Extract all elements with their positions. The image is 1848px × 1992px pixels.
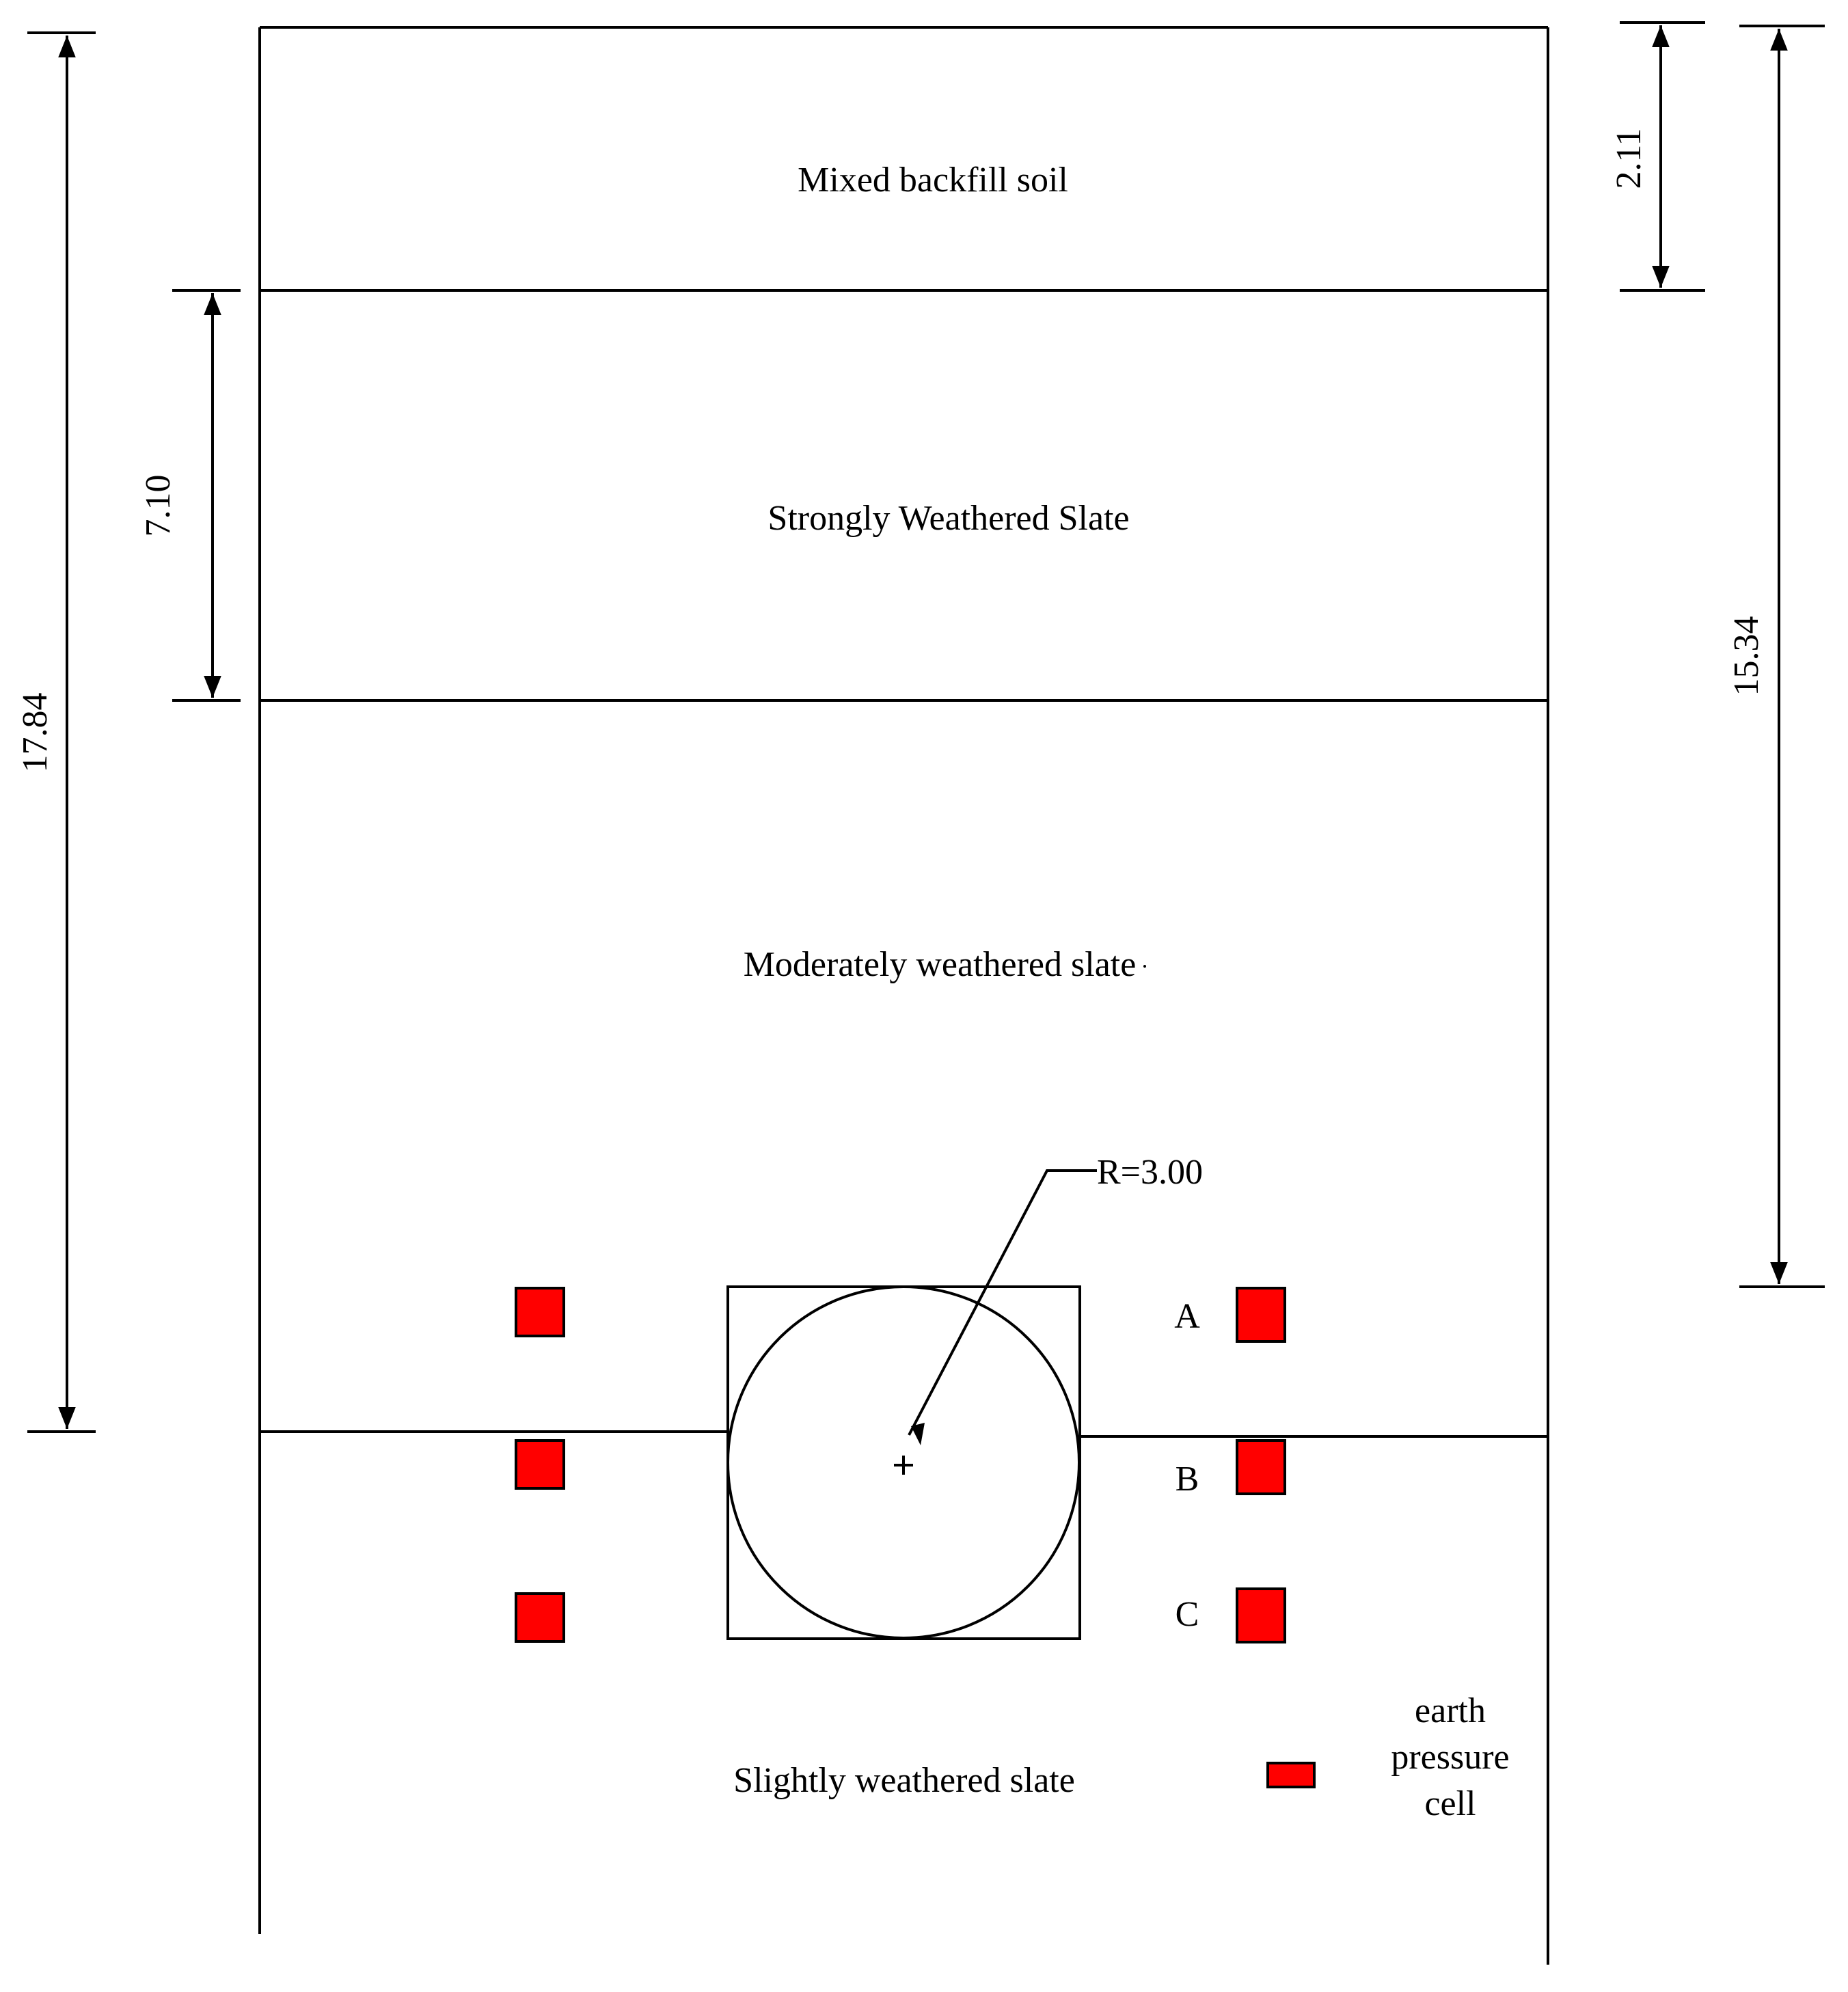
legend-text-line2: pressure bbox=[1391, 1738, 1509, 1777]
layer-label-backfill: Mixed backfill soil bbox=[798, 161, 1068, 200]
dimension-total-depth bbox=[27, 31, 96, 1433]
legend-text-line3: cell bbox=[1424, 1784, 1476, 1823]
pressure-cells bbox=[515, 1287, 1316, 1788]
pressure-cell-c bbox=[1236, 1587, 1286, 1643]
dimension-label-total-depth: 17.84 bbox=[16, 693, 55, 773]
layer-label-slightly-weathered: Slightly weathered slate bbox=[733, 1761, 1075, 1800]
dimension-tunnel-top bbox=[1739, 25, 1825, 1288]
pressure-cell-left-bottom bbox=[515, 1592, 565, 1643]
dimension-strong-layer bbox=[172, 289, 241, 702]
cell-label-a: A bbox=[1174, 1297, 1200, 1336]
cell-label-b: B bbox=[1176, 1460, 1199, 1499]
cell-label-c: C bbox=[1176, 1595, 1199, 1634]
legend-text-line1: earth bbox=[1415, 1691, 1486, 1730]
legend: earth pressure cell bbox=[1391, 1691, 1509, 1823]
dimension-backfill bbox=[1620, 21, 1705, 292]
pressure-cell-left-top bbox=[515, 1287, 565, 1337]
dimension-label-backfill: 2.11 bbox=[1609, 128, 1648, 189]
dimension-label-tunnel-top: 15.34 bbox=[1727, 616, 1766, 696]
radius-leader-line bbox=[908, 1169, 1097, 1436]
pressure-cell-a bbox=[1236, 1287, 1286, 1343]
layer-label-moderately-weathered: Moderately weathered slate bbox=[744, 945, 1137, 984]
tunnel bbox=[726, 1169, 1097, 1640]
dimension-label-strong-layer: 7.10 bbox=[139, 475, 178, 537]
legend-cell-swatch bbox=[1266, 1762, 1316, 1788]
layer-label-strongly-weathered: Strongly Weathered Slate bbox=[767, 499, 1129, 538]
radius-label: R=3.00 bbox=[1097, 1153, 1203, 1192]
tunnel-circle bbox=[726, 1285, 1081, 1639]
pressure-cell-b bbox=[1236, 1439, 1286, 1495]
radius-arrowhead bbox=[911, 1423, 925, 1445]
stray-dot-mark bbox=[1143, 965, 1146, 968]
pressure-cell-left-middle bbox=[515, 1439, 565, 1490]
section-frame bbox=[258, 26, 1549, 1965]
